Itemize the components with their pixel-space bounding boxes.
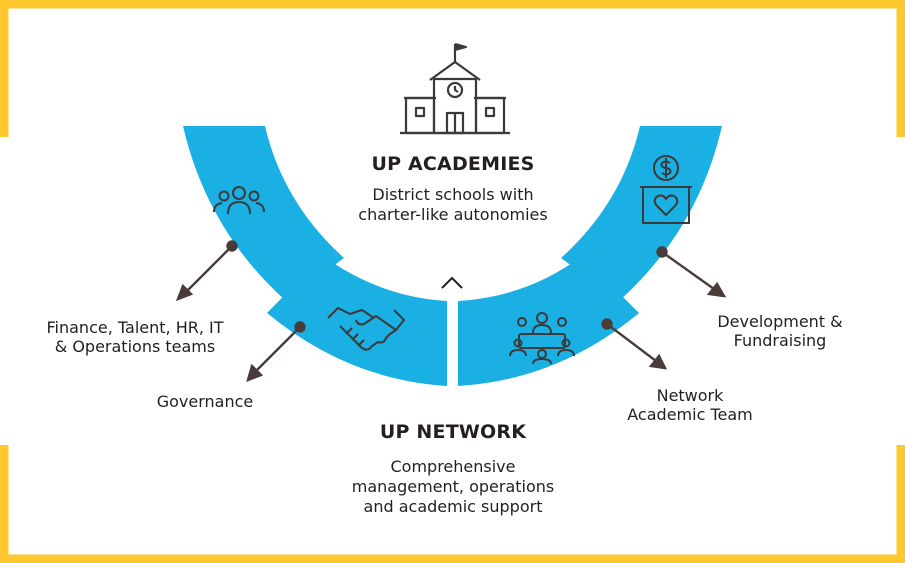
development-label-1: Development & [717, 312, 843, 331]
arrow-governance [255, 326, 301, 372]
segment-development [561, 126, 722, 301]
governance-label: Governance [156, 392, 254, 411]
up-academies-title: UP ACADEMIES [371, 153, 535, 175]
connector-arrows [175, 240, 727, 382]
up-academies-subtitle-1: District schools with [372, 185, 534, 204]
meeting-table-icon [509, 312, 575, 365]
operations-label-2: & Operations teams [54, 337, 216, 356]
arrow-development [661, 251, 715, 290]
up-network-desc-2: management, operations [351, 477, 555, 496]
academic-label-1: Network [656, 386, 724, 405]
handshake-icon [327, 307, 405, 351]
development-label-2: Fundraising [733, 331, 827, 350]
up-academies-subtitle-2: charter-like autonomies [358, 205, 548, 224]
segment-academic [458, 256, 639, 386]
donation-box-icon [640, 155, 692, 224]
arrow-academic [606, 323, 657, 362]
academic-label-2: Academic Team [627, 405, 753, 424]
arrow-operations [186, 245, 233, 292]
up-network-desc-1: Comprehensive [390, 457, 516, 476]
chevron-up-icon [441, 276, 463, 289]
segment-operations [183, 126, 344, 301]
up-network-desc-3: and academic support [363, 497, 543, 516]
people-group-icon [213, 186, 265, 215]
school-building-icon [400, 42, 510, 135]
up-network-title: UP NETWORK [379, 421, 527, 443]
operations-label-1: Finance, Talent, HR, IT [46, 318, 224, 337]
